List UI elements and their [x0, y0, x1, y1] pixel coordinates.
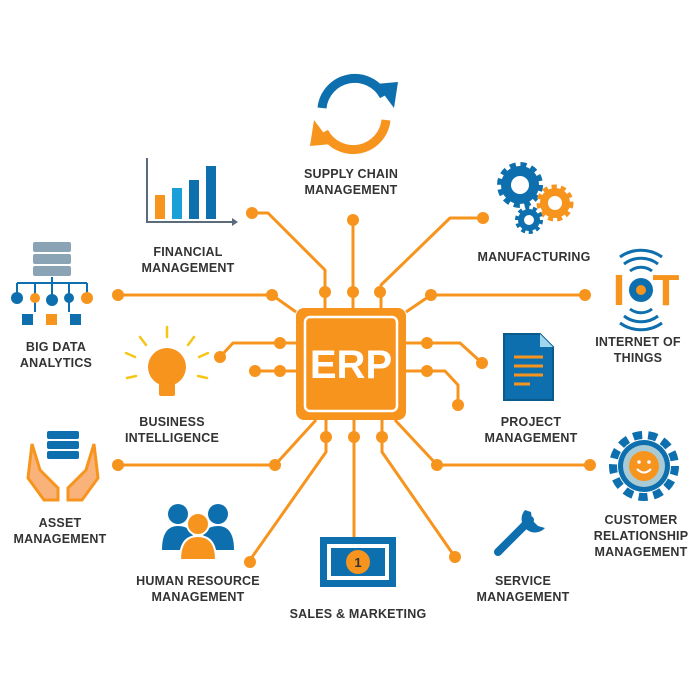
wire-project-1 — [406, 341, 484, 365]
iot-icon: I T — [613, 248, 680, 332]
hands-database-icon — [26, 431, 100, 502]
wire-project-2 — [406, 369, 460, 405]
gears-icon — [497, 162, 574, 234]
svg-text:T: T — [653, 266, 680, 315]
label-sales: SALES & MARKETING — [290, 607, 427, 621]
wire-dots — [112, 207, 596, 568]
wrench-icon — [494, 510, 545, 556]
sync-arrows-icon — [310, 73, 398, 155]
lightbulb-icon — [124, 325, 210, 396]
smiley-gear-icon — [609, 431, 679, 501]
people-icon — [162, 504, 234, 561]
banknote-icon: 1 — [320, 537, 396, 587]
svg-text:1: 1 — [354, 555, 361, 570]
svg-text:I: I — [613, 266, 625, 315]
erp-label: ERP — [310, 343, 392, 387]
bar-chart-icon — [146, 158, 238, 226]
erp-chip: ERP — [296, 308, 406, 420]
label-manufacturing: MANUFACTURING — [477, 250, 590, 264]
wire-hr — [248, 420, 328, 561]
database-tree-icon — [11, 242, 93, 325]
document-icon — [503, 333, 554, 401]
wire-service — [380, 420, 457, 558]
